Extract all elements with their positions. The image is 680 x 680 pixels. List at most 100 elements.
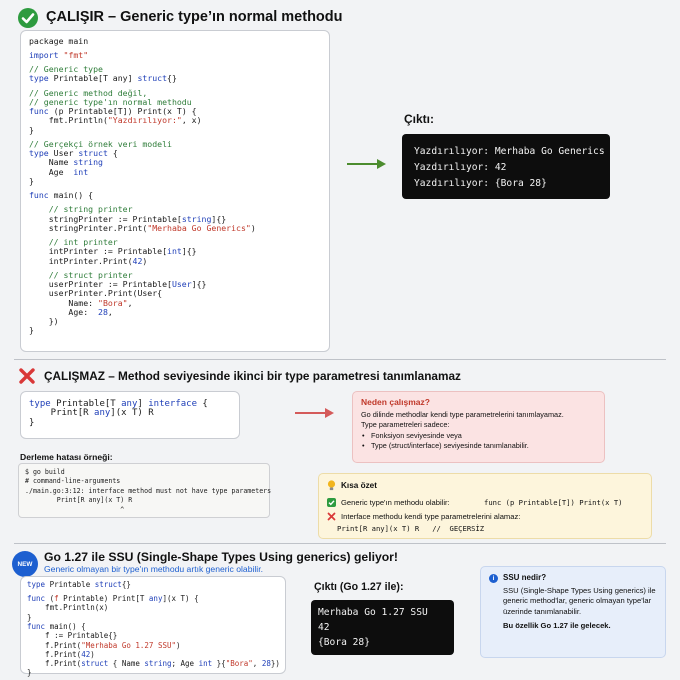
code-token: f := Printable{} — [27, 631, 118, 641]
lightbulb-icon — [327, 480, 336, 491]
code-token: intPrinter.Print( — [29, 255, 133, 266]
code-line: } — [29, 326, 321, 335]
code-block-ssu: type Printable struct{} func (f Printable… — [20, 576, 286, 678]
code-line: Print[R any](x T) R — [29, 407, 231, 419]
compile-line: ./main.go:3:12: interface method must no… — [25, 486, 272, 495]
code-line: Age: 28, — [29, 306, 321, 317]
code-line: fmt.Println("Yazdırılıyor:", x) — [29, 116, 321, 125]
code-line: Name: "Bora", — [29, 297, 321, 308]
code-token: ) — [250, 222, 256, 233]
code-line: intPrinter.Print(42) — [29, 255, 321, 266]
code-token: } — [27, 668, 32, 678]
code-token: Printable) Print[T — [63, 594, 149, 604]
why-box: Neden çalışmaz? Go dilinde methodlar ken… — [352, 391, 605, 463]
code-token: }) — [29, 316, 59, 327]
code-token: { — [112, 148, 118, 159]
code-line: func main() { — [27, 621, 279, 632]
code-token: 28 — [261, 659, 271, 669]
code-token: intPrinter := Printable[ — [29, 246, 168, 257]
compile-line: # command-line-arguments — [25, 477, 121, 486]
code-token: Printable[T any] — [53, 73, 138, 84]
code-token: type — [29, 399, 57, 409]
code-token: func — [27, 621, 50, 631]
code-token: 42 — [132, 255, 143, 266]
code-token: ]{} — [181, 246, 197, 257]
code-token: fmt.Println( — [29, 115, 108, 126]
code-token: // string printer — [29, 204, 133, 215]
code-token: struct — [81, 659, 113, 669]
code-line: // Gerçekçi örnek veri modeli — [29, 138, 321, 149]
code-token: }{ — [216, 659, 226, 669]
compile-line: Print[R any](x T) R — [25, 496, 133, 505]
code-token: userPrinter := Printable[ — [29, 278, 172, 289]
code-line: Age int — [29, 166, 321, 177]
code-token: } — [29, 124, 34, 135]
code-token: ) — [90, 649, 95, 659]
code-token: Printable[T — [56, 399, 122, 409]
code-token: , — [127, 297, 133, 308]
code-token: User — [53, 148, 79, 159]
code-line: func (p Printable[T]) Print(x T) { — [29, 107, 321, 116]
why-line2: Type parametreleri sadece: — [361, 420, 450, 429]
why-bullet-1: Fonksiyon seviyesinde veya — [361, 431, 596, 442]
code-token: f.Print( — [27, 640, 82, 650]
code-line: } — [27, 613, 279, 623]
code-token: int — [73, 166, 89, 177]
output-line: Yazdırılıyor: {Bora 28} — [414, 178, 547, 189]
output-label: Çıktı: — [404, 112, 434, 126]
code-token: , — [107, 306, 113, 317]
code-token: User — [171, 278, 192, 289]
code-token: string — [181, 213, 212, 224]
code-token: Print[R — [29, 408, 95, 419]
ssu-info-box: i SSU nedir? SSU (Single-Shape Types Usi… — [480, 566, 666, 658]
code-token: } — [29, 176, 34, 187]
code-line: Name string — [29, 158, 321, 167]
code-token: // Generic type — [29, 64, 103, 75]
code-token: func — [27, 594, 50, 604]
compile-error-box: $ go build# command-line-arguments./main… — [18, 463, 272, 518]
code-block-invalid-interface: type Printable[T any] interface { Print[… — [20, 391, 240, 439]
code-token: } — [29, 325, 34, 336]
code-token: struct — [78, 148, 113, 159]
code-token: type — [29, 148, 54, 159]
code-line: // generic type'ın normal methodu — [29, 97, 321, 107]
code-token: interface — [148, 399, 203, 409]
code-token: ](x T) { — [162, 594, 199, 604]
info-footer: Bu özellik Go 1.27 ile gelecek. — [503, 621, 611, 631]
code-token: ( — [49, 594, 55, 604]
compile-error-label: Derleme hatası örneği: — [20, 452, 113, 462]
section2-title: ÇALIŞMAZ – Method seviyesinde ikinci bir… — [44, 369, 461, 383]
code-token: // Gerçekçi örnek veri modeli — [29, 138, 172, 149]
right-arrow-red-icon — [295, 408, 334, 418]
code-token: {} — [167, 73, 177, 84]
code-line: f.Print("Merhaba Go 1.27 SSU") — [27, 640, 279, 651]
code-line: type Printable struct{} — [27, 580, 279, 590]
code-token: int — [167, 246, 182, 257]
code-line: f.Print(struct { Name string; Age int }{… — [27, 659, 280, 669]
section1-title: ÇALIŞIR – Generic type’ın normal methodu — [46, 9, 343, 25]
code-token: Name: — [29, 297, 99, 308]
checkmark-icon — [18, 8, 38, 28]
info-icon: i — [489, 573, 498, 583]
code-token: type — [27, 580, 50, 589]
code-token: ]{} — [191, 278, 207, 289]
code-token: Name — [29, 157, 74, 168]
code-line: } — [29, 417, 231, 428]
code-line: f := Printable{} — [27, 632, 279, 641]
code-token: ](x T) R — [110, 408, 154, 419]
compile-line: $ go build — [25, 468, 65, 476]
section-divider-2 — [14, 543, 666, 544]
code-token: 28 — [98, 306, 108, 317]
code-token: Age — [29, 166, 74, 177]
code-token: Age: — [29, 306, 99, 317]
right-arrow-icon — [347, 159, 386, 169]
code-token: stringPrinter.Print( — [29, 222, 148, 233]
section3-subtitle: Generic olmayan bir type'ın methodu artı… — [44, 564, 263, 574]
output-line: {Bora 28} — [318, 637, 370, 648]
code-token: f — [54, 594, 64, 604]
code-token: ]{} — [211, 213, 227, 224]
code-line: userPrinter := Printable[User]{} — [29, 278, 321, 289]
code-line: // struct printer — [29, 270, 321, 280]
